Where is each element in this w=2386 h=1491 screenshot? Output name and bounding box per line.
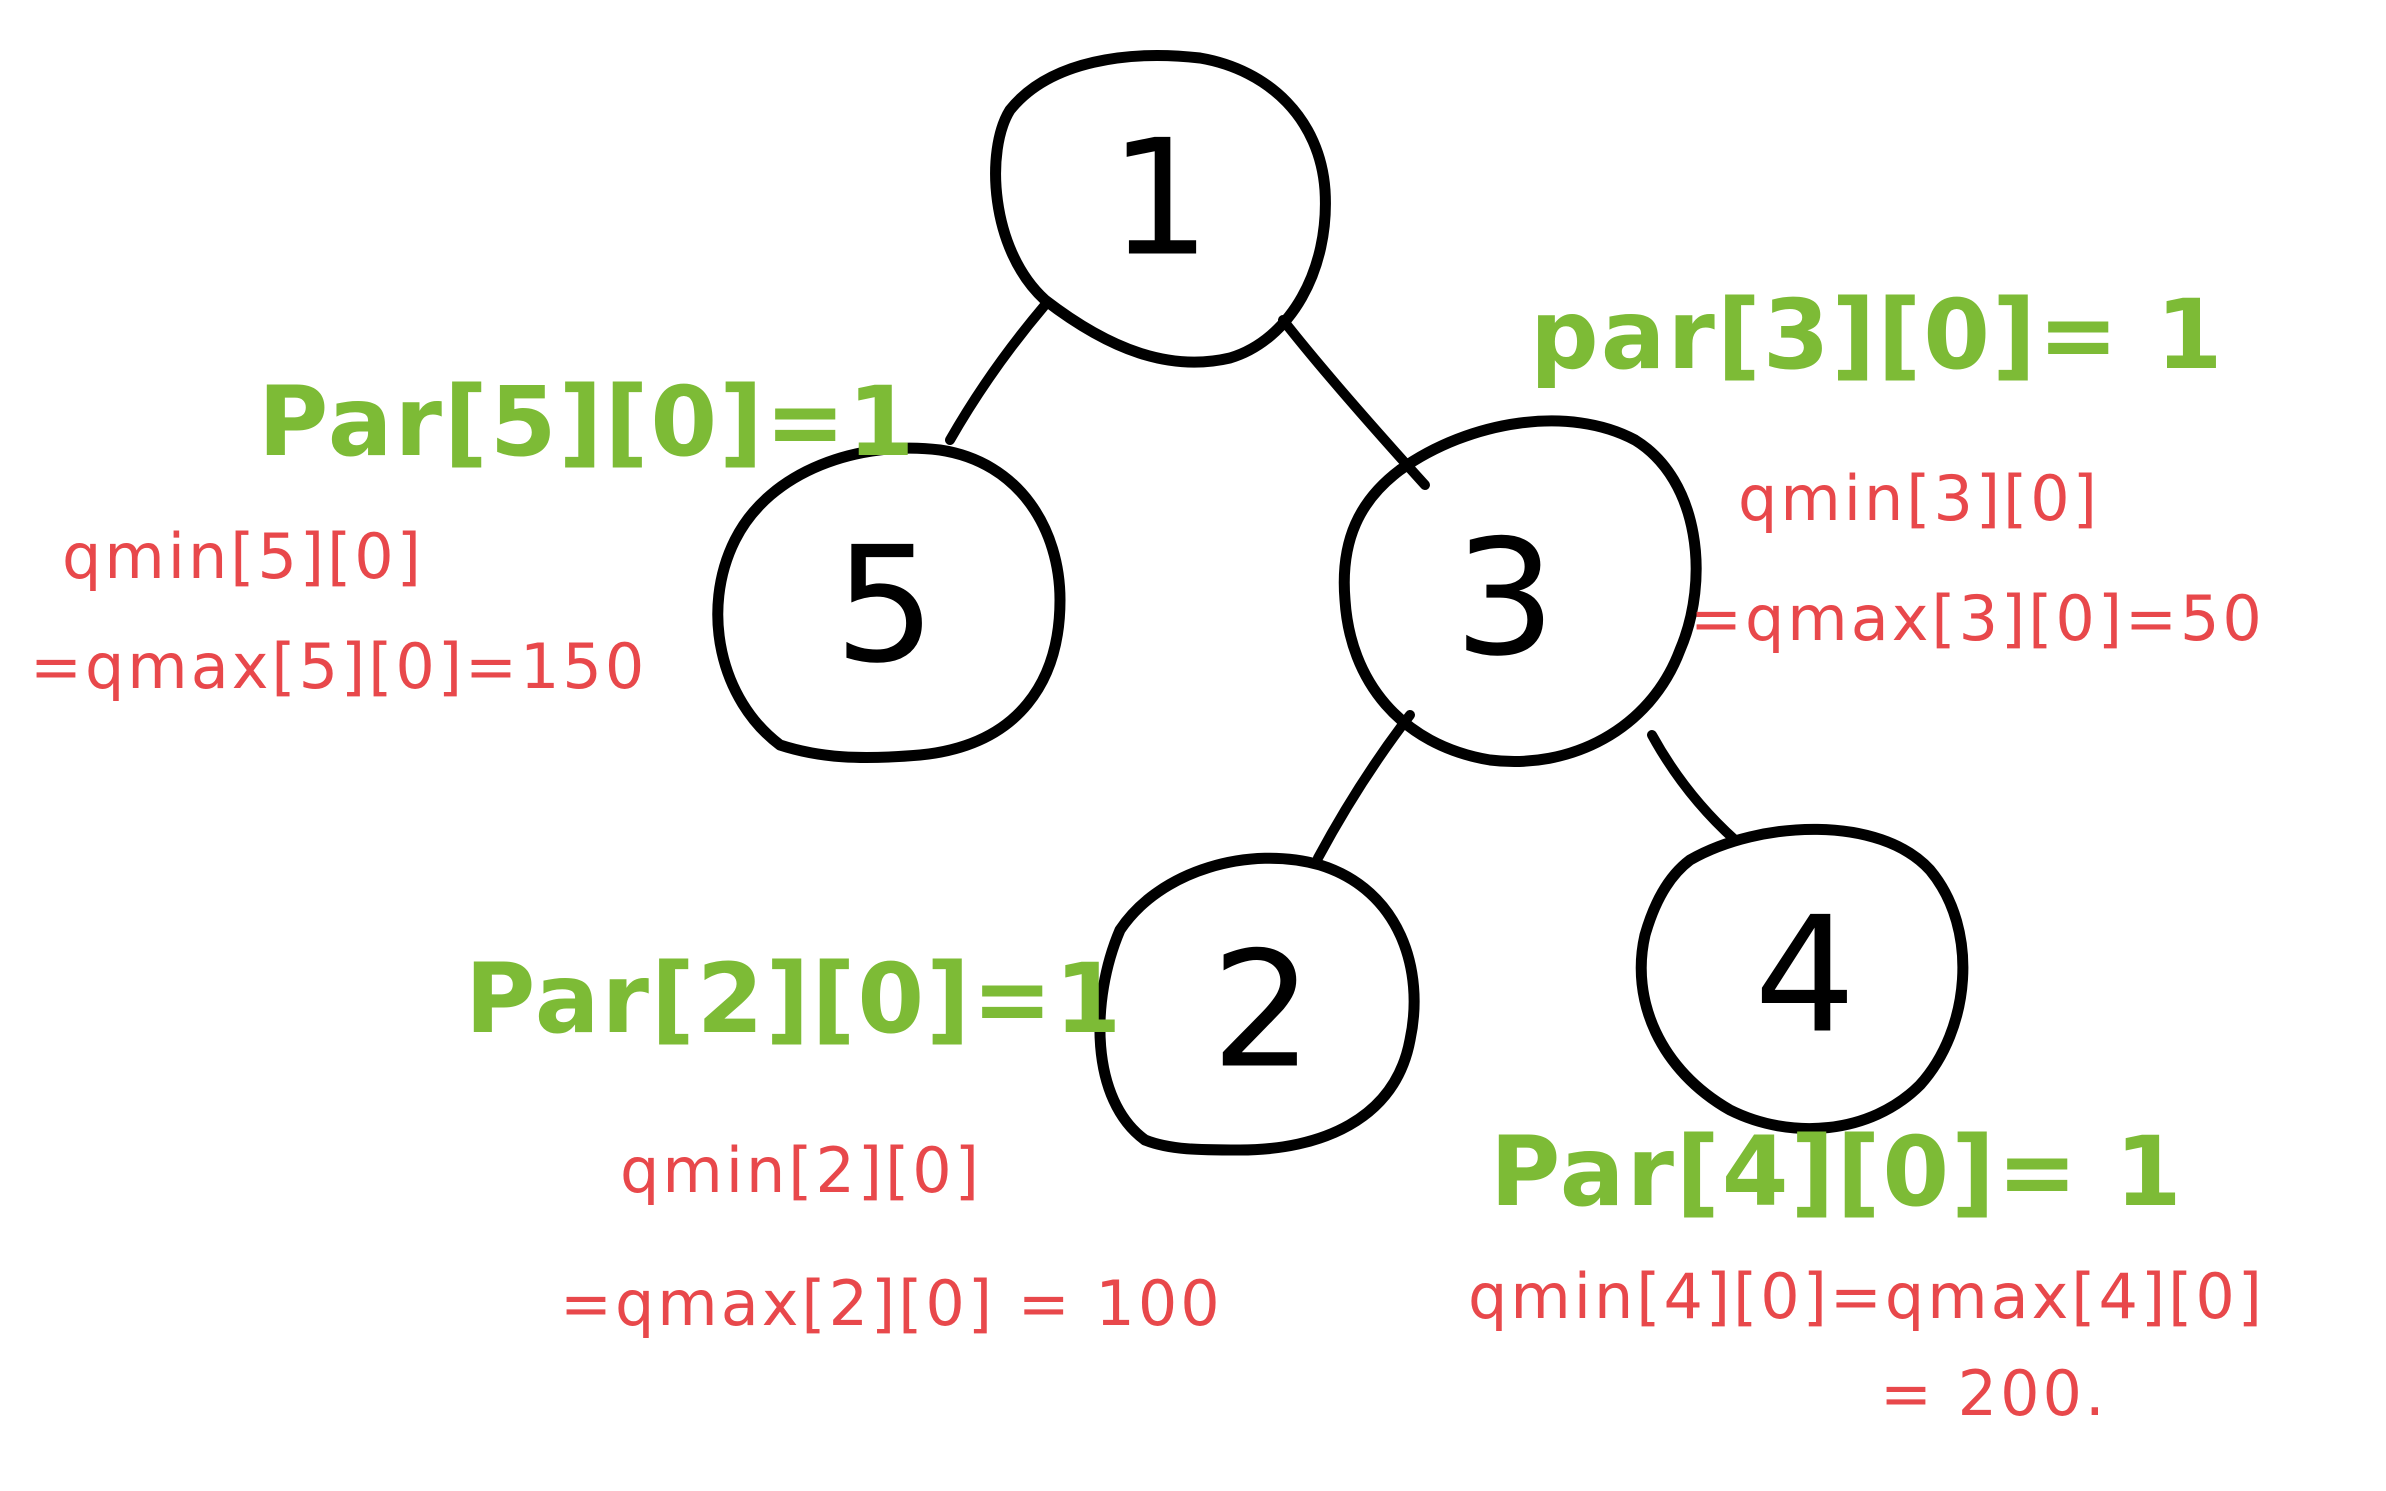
par-5-label: Par[5][0]=1 (258, 366, 916, 478)
annotation-node-2: Par[2][0]=1 qmin[2][0] =qmax[2][0] = 100 (465, 943, 1223, 1340)
node-3: 3 (1338, 415, 1702, 767)
node-1-circle (990, 50, 1331, 368)
par-3-label: par[3][0]= 1 (1530, 279, 2225, 391)
node-5: 5 (712, 442, 1066, 764)
node-2: 2 (1094, 852, 1420, 1156)
node-4: 4 (1635, 823, 1969, 1135)
node-1-label: 1 (1109, 105, 1211, 292)
annotation-node-4: Par[4][0]= 1 qmin[4][0]=qmax[4][0] = 200… (1468, 1116, 2265, 1430)
par-4-label: Par[4][0]= 1 (1490, 1116, 2184, 1228)
qmax-3-label: =qmax[3][0]=50 (1690, 582, 2265, 655)
node-2-label: 2 (1211, 917, 1313, 1104)
node-2-circle (1094, 852, 1420, 1156)
node-5-label: 5 (834, 512, 936, 699)
qmax-5-label: =qmax[5][0]=150 (30, 630, 647, 703)
qmin-2-label: qmin[2][0] (620, 1134, 982, 1207)
edge-3-4 (1647, 730, 1740, 845)
qmin-qmax-4-label: qmin[4][0]=qmax[4][0] (1468, 1260, 2265, 1333)
edge-3-2 (1313, 710, 1415, 863)
qmax-2-label: =qmax[2][0] = 100 (560, 1267, 1223, 1340)
node-3-label: 3 (1454, 505, 1556, 692)
qmin-3-label: qmin[3][0] (1738, 462, 2100, 535)
qmin-5-label: qmin[5][0] (62, 520, 424, 593)
node-1: 1 (990, 50, 1331, 368)
edge-1-3 (1278, 315, 1430, 490)
edges (945, 300, 1740, 863)
node-5-circle (712, 442, 1066, 764)
value-4-label: = 200. (1880, 1357, 2108, 1430)
annotation-node-3: par[3][0]= 1 qmin[3][0] =qmax[3][0]=50 (1530, 279, 2265, 655)
edge-1-5 (945, 300, 1050, 445)
node-4-label: 4 (1754, 882, 1856, 1069)
node-4-circle (1635, 823, 1969, 1135)
par-2-label: Par[2][0]=1 (465, 943, 1123, 1055)
node-3-circle (1338, 415, 1702, 767)
annotation-node-5: Par[5][0]=1 qmin[5][0] =qmax[5][0]=150 (30, 366, 916, 703)
